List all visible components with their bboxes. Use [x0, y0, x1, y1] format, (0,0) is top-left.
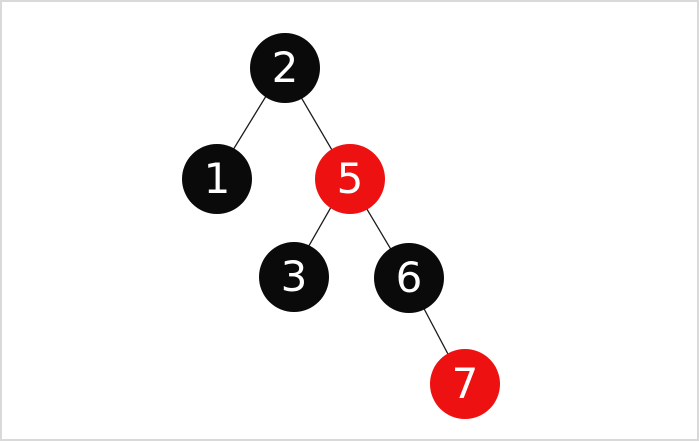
- tree-node-1: 1: [182, 144, 252, 214]
- tree-node-6: 6: [374, 243, 444, 313]
- tree-node-7: 7: [430, 349, 500, 419]
- tree-node-3: 3: [259, 242, 329, 312]
- tree-node-2: 2: [250, 33, 320, 103]
- tree-node-5: 5: [315, 144, 385, 214]
